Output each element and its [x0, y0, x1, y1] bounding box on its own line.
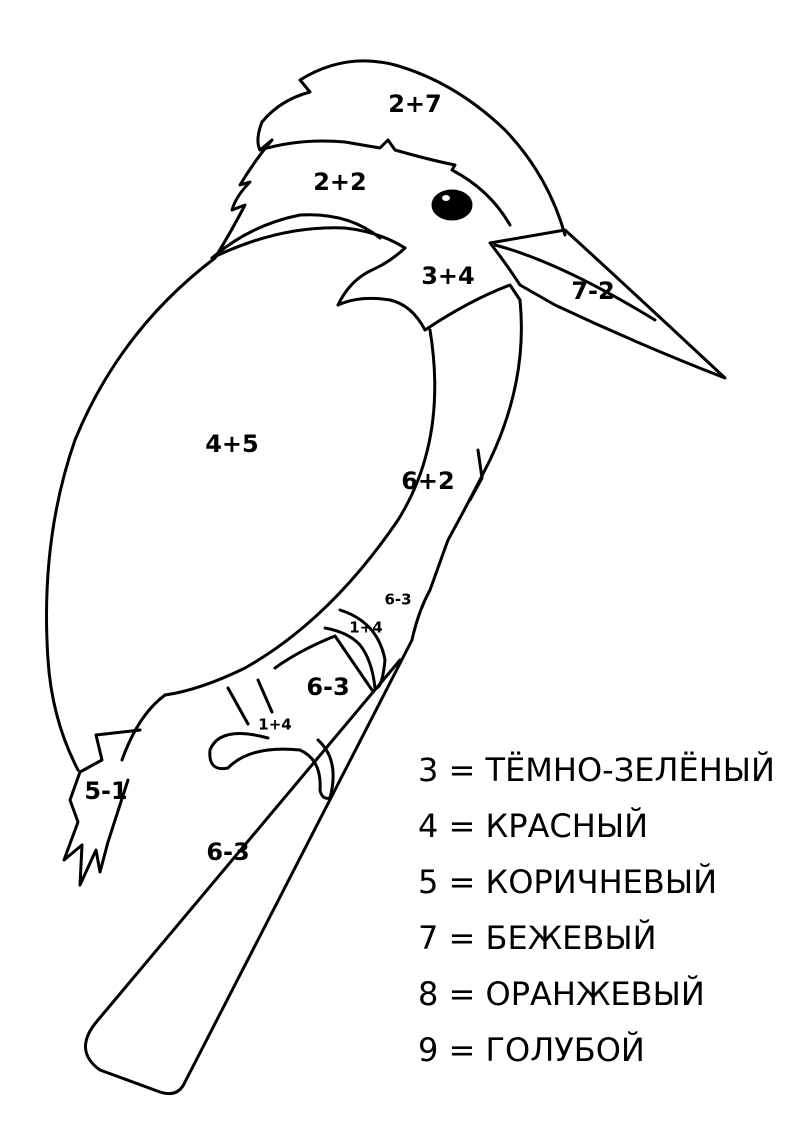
region-tail-label: 5-1: [84, 777, 127, 805]
color-legend: 3 = ТЁМНО-ЗЕЛЁНЫЙ 4 = КРАСНЫЙ 5 = КОРИЧН…: [418, 742, 775, 1078]
leg-outline: [226, 634, 374, 726]
cheek-outline: [258, 138, 512, 227]
region-beak-label: 7-2: [571, 277, 614, 305]
legend-item: 7 = БЕЖЕВЫЙ: [418, 919, 657, 957]
region-branch-label: 6-3: [206, 838, 249, 866]
eye-glint: [442, 195, 450, 201]
neck-outline: [210, 226, 407, 260]
legend-item: 8 = ОРАНЖЕВЫЙ: [418, 975, 705, 1013]
region-wing-label: 4+5: [205, 430, 259, 458]
legend-item: 5 = КОРИЧНЕВЫЙ: [418, 863, 717, 901]
beak-outline: [488, 228, 727, 380]
region-toe-upper-label: 1+4: [349, 619, 382, 637]
legend-item: 4 = КРАСНЫЙ: [418, 807, 648, 845]
region-leg-lower-label: 6-3: [306, 673, 349, 701]
body-outline: [45, 213, 382, 772]
eye-icon: [431, 189, 473, 221]
tail-outline: [62, 728, 142, 887]
underside-outline: [120, 588, 432, 762]
belly-line: [163, 298, 523, 697]
region-throat-label: 3+4: [421, 262, 475, 290]
branch-outline: [84, 638, 414, 1096]
crest-outline: [213, 59, 567, 260]
beak-line: [493, 243, 657, 322]
upper-claw-outline: [323, 608, 387, 690]
legend-item: 9 = ГОЛУБОЙ: [418, 1031, 645, 1069]
region-cheek-label: 2+2: [313, 168, 367, 196]
legend-item: 3 = ТЁМНО-ЗЕЛЁНЫЙ: [418, 751, 775, 789]
region-crown-label: 2+7: [388, 90, 442, 118]
lower-claw-outline: [208, 732, 335, 800]
throat-outline: [336, 246, 522, 332]
region-toe-lower-label: 1+4: [258, 716, 291, 734]
region-leg-upper-label: 6-3: [384, 591, 411, 609]
region-belly-label: 6+2: [401, 467, 455, 495]
